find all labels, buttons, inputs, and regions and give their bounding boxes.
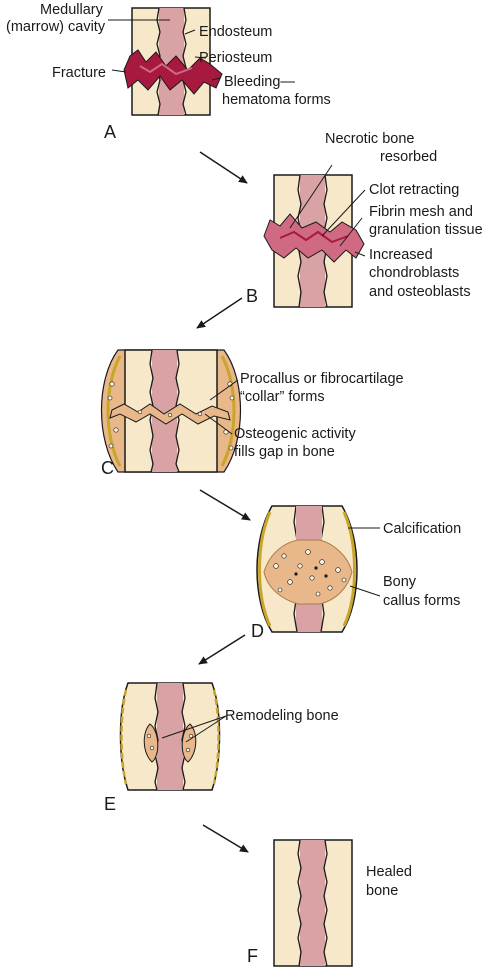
stage-b-clot (263, 213, 365, 263)
label-healed-2: bone (366, 883, 398, 899)
label-bleeding-1: Bleeding— (224, 74, 295, 90)
stage-letter-f: F (247, 946, 258, 966)
label-bony-1: Bony (383, 574, 417, 590)
label-procallus-2: “collar” forms (240, 389, 325, 405)
stage-letter-d: D (251, 621, 264, 641)
stage-letter-e: E (104, 794, 116, 814)
stage-d-cells (273, 549, 347, 597)
label-medullary-2: (marrow) cavity (6, 19, 106, 35)
stage-a: Medullary (marrow) cavity Endosteum Peri… (6, 2, 331, 142)
stage-e-remodel-left (143, 723, 159, 763)
label-healed-1: Healed (366, 864, 412, 880)
arrow-a-to-b (199, 151, 248, 184)
stage-d: Calcification Bony callus forms D (251, 505, 461, 641)
arrow-c-to-d (199, 489, 251, 521)
label-fibrin-2: granulation tissue (369, 222, 483, 238)
stage-letter-c: C (101, 458, 114, 478)
label-fracture: Fracture (52, 65, 106, 81)
label-fibrin-1: Fibrin mesh and (369, 204, 473, 220)
label-necrotic-2: resorbed (380, 149, 437, 165)
stage-e-cells (146, 733, 194, 753)
stage-c: Procallus or fibrocartilage “collar” for… (100, 349, 404, 478)
arrow-b-to-c (196, 297, 243, 329)
label-bony-2: callus forms (383, 593, 460, 609)
label-bleeding-2: hematoma forms (222, 92, 331, 108)
stage-f-bone (273, 839, 353, 967)
label-clot: Clot retracting (369, 182, 459, 198)
label-medullary-1: Medullary (40, 2, 104, 18)
label-increased-2: chondroblasts (369, 265, 459, 281)
label-remodeling: Remodeling bone (225, 708, 339, 724)
stage-b: Necrotic bone resorbed Clot retracting F… (246, 131, 483, 308)
stage-e-leaders (161, 715, 227, 743)
arrow-e-to-f (202, 824, 249, 853)
label-osteogenic-1: Osteogenic activity (234, 426, 356, 442)
stage-b-leaders (289, 164, 366, 257)
label-periosteum: Periosteum (199, 50, 272, 66)
label-endosteum: Endosteum (199, 24, 272, 40)
label-calcification: Calcification (383, 521, 461, 537)
label-osteogenic-2: fills gap in bone (234, 444, 335, 460)
label-increased-1: Increased (369, 247, 433, 263)
stage-d-leaders (348, 527, 381, 597)
stage-e: Remodeling bone E (104, 682, 339, 814)
label-increased-3: and osteoblasts (369, 284, 471, 300)
stage-letter-b: B (246, 286, 258, 306)
label-necrotic-1: Necrotic bone (325, 131, 414, 147)
stage-a-leaders (108, 19, 221, 81)
stage-e-remodel-right (181, 723, 197, 763)
arrow-d-to-e (198, 634, 246, 665)
stage-f: Healed bone F (247, 839, 412, 967)
stage-c-leaders (204, 379, 239, 435)
stage-letter-a: A (104, 122, 116, 142)
label-procallus-1: Procallus or fibrocartilage (240, 371, 404, 387)
stage-d-dark-spots (294, 566, 328, 578)
